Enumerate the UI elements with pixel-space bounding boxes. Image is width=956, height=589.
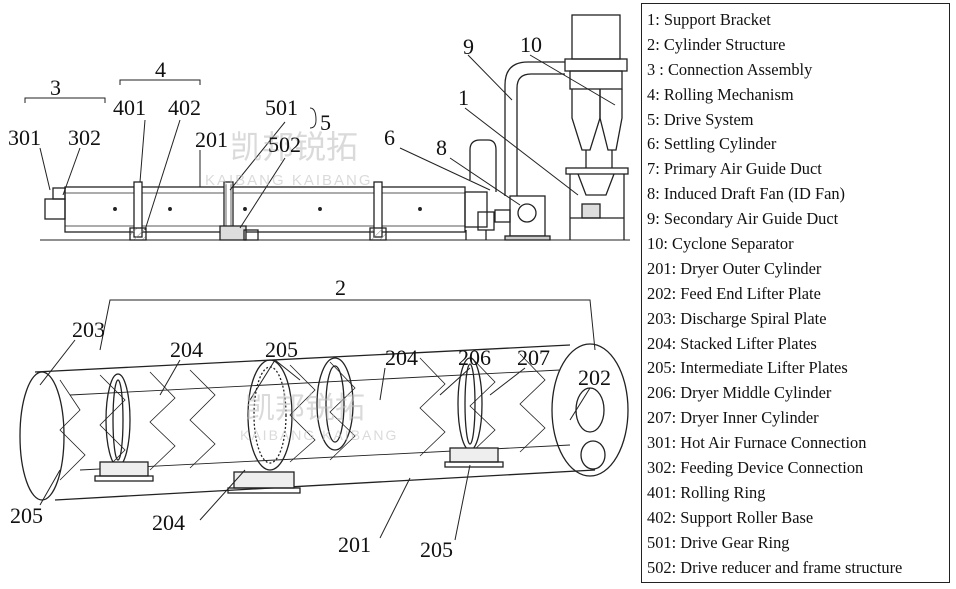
label-205-b: 205 <box>10 503 43 528</box>
rolling-ring-left <box>129 181 147 241</box>
top-labels: 3 301 302 4 401 402 201 501 502 5 6 8 9 … <box>8 32 542 160</box>
label-301: 301 <box>8 125 41 150</box>
legend-item: 2: Cylinder Structure <box>647 34 786 54</box>
label-201-bottom: 201 <box>338 532 371 557</box>
drive-gear-ring-side <box>219 181 259 241</box>
watermark-en-bottom: KAIBANG KAIBANG <box>240 427 398 443</box>
legend-item: 4: Rolling Mechanism <box>647 84 794 104</box>
watermark-cn-top: 凯邦锐拓 <box>230 129 358 165</box>
label-207: 207 <box>517 345 550 370</box>
label-4: 4 <box>155 57 166 82</box>
label-5: 5 <box>320 110 331 135</box>
drive-gear-3d <box>247 359 293 471</box>
label-6: 6 <box>384 125 395 150</box>
label-205-c: 205 <box>420 537 453 562</box>
legend-item: 8: Induced Draft Fan (ID Fan) <box>647 184 845 204</box>
top-leaders <box>24 54 616 231</box>
label-201-top: 201 <box>195 127 228 152</box>
legend-item: 207: Dryer Inner Cylinder <box>647 408 819 428</box>
legend-item: 3 : Connection Assembly <box>647 59 813 79</box>
secondary-duct <box>504 61 565 196</box>
legend-item: 502: Drive reducer and frame structure <box>647 557 903 577</box>
label-202: 202 <box>578 365 611 390</box>
label-502: 502 <box>268 132 301 157</box>
legend-item: 301: Hot Air Furnace Connection <box>647 433 867 453</box>
label-501: 501 <box>265 95 298 120</box>
legend-item: 203: Discharge Spiral Plate <box>647 308 827 328</box>
label-8: 8 <box>436 135 447 160</box>
label-2-bracket <box>99 299 596 351</box>
label-206: 206 <box>458 345 491 370</box>
legend-item: 7: Primary Air Guide Duct <box>647 159 822 179</box>
label-1: 1 <box>458 85 469 110</box>
legend-item: 202: Feed End Lifter Plate <box>647 283 821 303</box>
label-9: 9 <box>463 34 474 59</box>
label-205-a: 205 <box>265 337 298 362</box>
watermark: 凯邦锐拓 KAIBANG KAIBANG 凯邦锐拓 KAIBANG KAIBAN… <box>205 129 398 443</box>
middle-ring-3d <box>316 357 354 451</box>
legend-item: 201: Dryer Outer Cylinder <box>647 258 822 278</box>
legend-item: 206: Dryer Middle Cylinder <box>647 383 832 403</box>
bottom-leaders <box>39 339 591 541</box>
legend-item: 501: Drive Gear Ring <box>647 532 790 552</box>
cutaway-view <box>19 299 629 541</box>
drum-side <box>64 186 466 233</box>
rolling-ring-right-3d <box>457 357 483 451</box>
label-302: 302 <box>68 125 101 150</box>
legend-item: 1: Support Bracket <box>647 10 771 29</box>
label-204-c: 204 <box>152 510 185 535</box>
id-fan-side <box>494 195 551 241</box>
cyclone-separator <box>564 14 628 168</box>
label-204-a: 204 <box>170 337 203 362</box>
legend-item: 9: Secondary Air Guide Duct <box>647 209 839 229</box>
label-3: 3 <box>50 75 61 100</box>
label-401: 401 <box>113 95 146 120</box>
watermark-en-top: KAIBANG KAIBANG <box>205 172 373 189</box>
label-402: 402 <box>168 95 201 120</box>
legend-item: 204: Stacked Lifter Plates <box>647 333 817 353</box>
label-203: 203 <box>72 317 105 342</box>
legend-item: 401: Rolling Ring <box>647 482 766 502</box>
side-view <box>24 14 630 241</box>
hot-air-connection <box>44 187 66 220</box>
support-bracket <box>565 167 629 240</box>
rolling-ring-left-3d <box>105 373 131 467</box>
support-bases <box>94 447 504 494</box>
bottom-labels: 2 203 204 205 204 206 207 202 205 204 20… <box>10 275 611 562</box>
rolling-ring-right <box>369 181 387 241</box>
legend-item: 10: Cyclone Separator <box>647 234 794 254</box>
watermark-cn-bottom: 凯邦锐拓 <box>245 392 365 425</box>
legend-item: 302: Feeding Device Connection <box>647 458 864 478</box>
legend-item: 205: Intermediate Lifter Plates <box>647 358 848 378</box>
settling-cylinder-side <box>464 139 497 240</box>
label-10: 10 <box>520 32 542 57</box>
legend-item: 402: Support Roller Base <box>647 507 814 527</box>
legend-item: 6: Settling Cylinder <box>647 134 777 154</box>
label-2: 2 <box>335 275 346 300</box>
legend-panel: 1: Support Bracket 2: Cylinder Structure 3… <box>641 3 950 583</box>
legend-list: 1: Support Bracket 2: Cylinder Structure 3… <box>642 4 949 580</box>
legend-item: 5: Drive System <box>647 109 754 129</box>
label-204-b: 204 <box>385 345 418 370</box>
